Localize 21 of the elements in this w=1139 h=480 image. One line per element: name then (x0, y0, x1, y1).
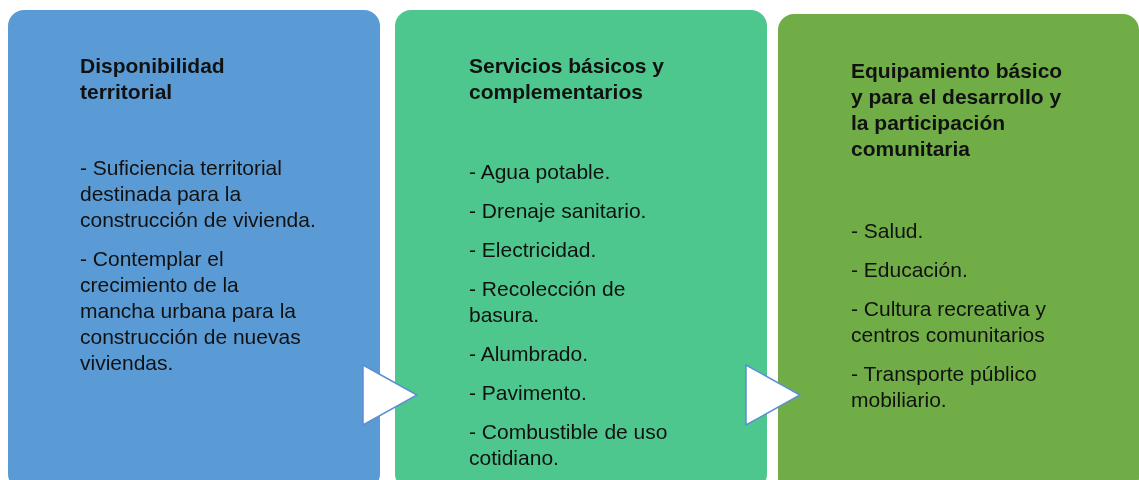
category-panel (778, 14, 1139, 480)
category-panel (8, 10, 380, 480)
list-item: - Transporte público mobiliario. (851, 361, 1038, 413)
list-item: - Agua potable. (469, 159, 612, 185)
list-item: - Electricidad. (469, 237, 598, 263)
panel-heading: Disponibilidad territorial (80, 53, 226, 105)
chevron-arrow (362, 364, 418, 426)
panel-heading: Servicios básicos y complementarios (469, 53, 665, 105)
panel-heading: Equipamiento básico y para el desarrollo y la participación comunitaria (851, 58, 1064, 162)
list-item: - Contemplar el crecimiento de la mancha urbana para la construcción de nuevas viviendas. (80, 246, 302, 376)
list-item: - Cultura recreativa y centros comunitarios (851, 296, 1047, 348)
list-item: - Educación. (851, 257, 969, 283)
list-item: - Alumbrado. (469, 341, 590, 367)
list-item: - Drenaje sanitario. (469, 198, 648, 224)
list-item: - Recolección de basura. (469, 276, 627, 328)
list-item: - Combustible de uso cotidiano. (469, 419, 669, 471)
chevron-arrow (745, 364, 801, 426)
category-panel (395, 10, 767, 480)
list-item: - Pavimento. (469, 380, 588, 406)
list-item: - Salud. (851, 218, 925, 244)
list-item: - Suficiencia territorial destinada para la construcción de vivienda. (80, 155, 316, 233)
